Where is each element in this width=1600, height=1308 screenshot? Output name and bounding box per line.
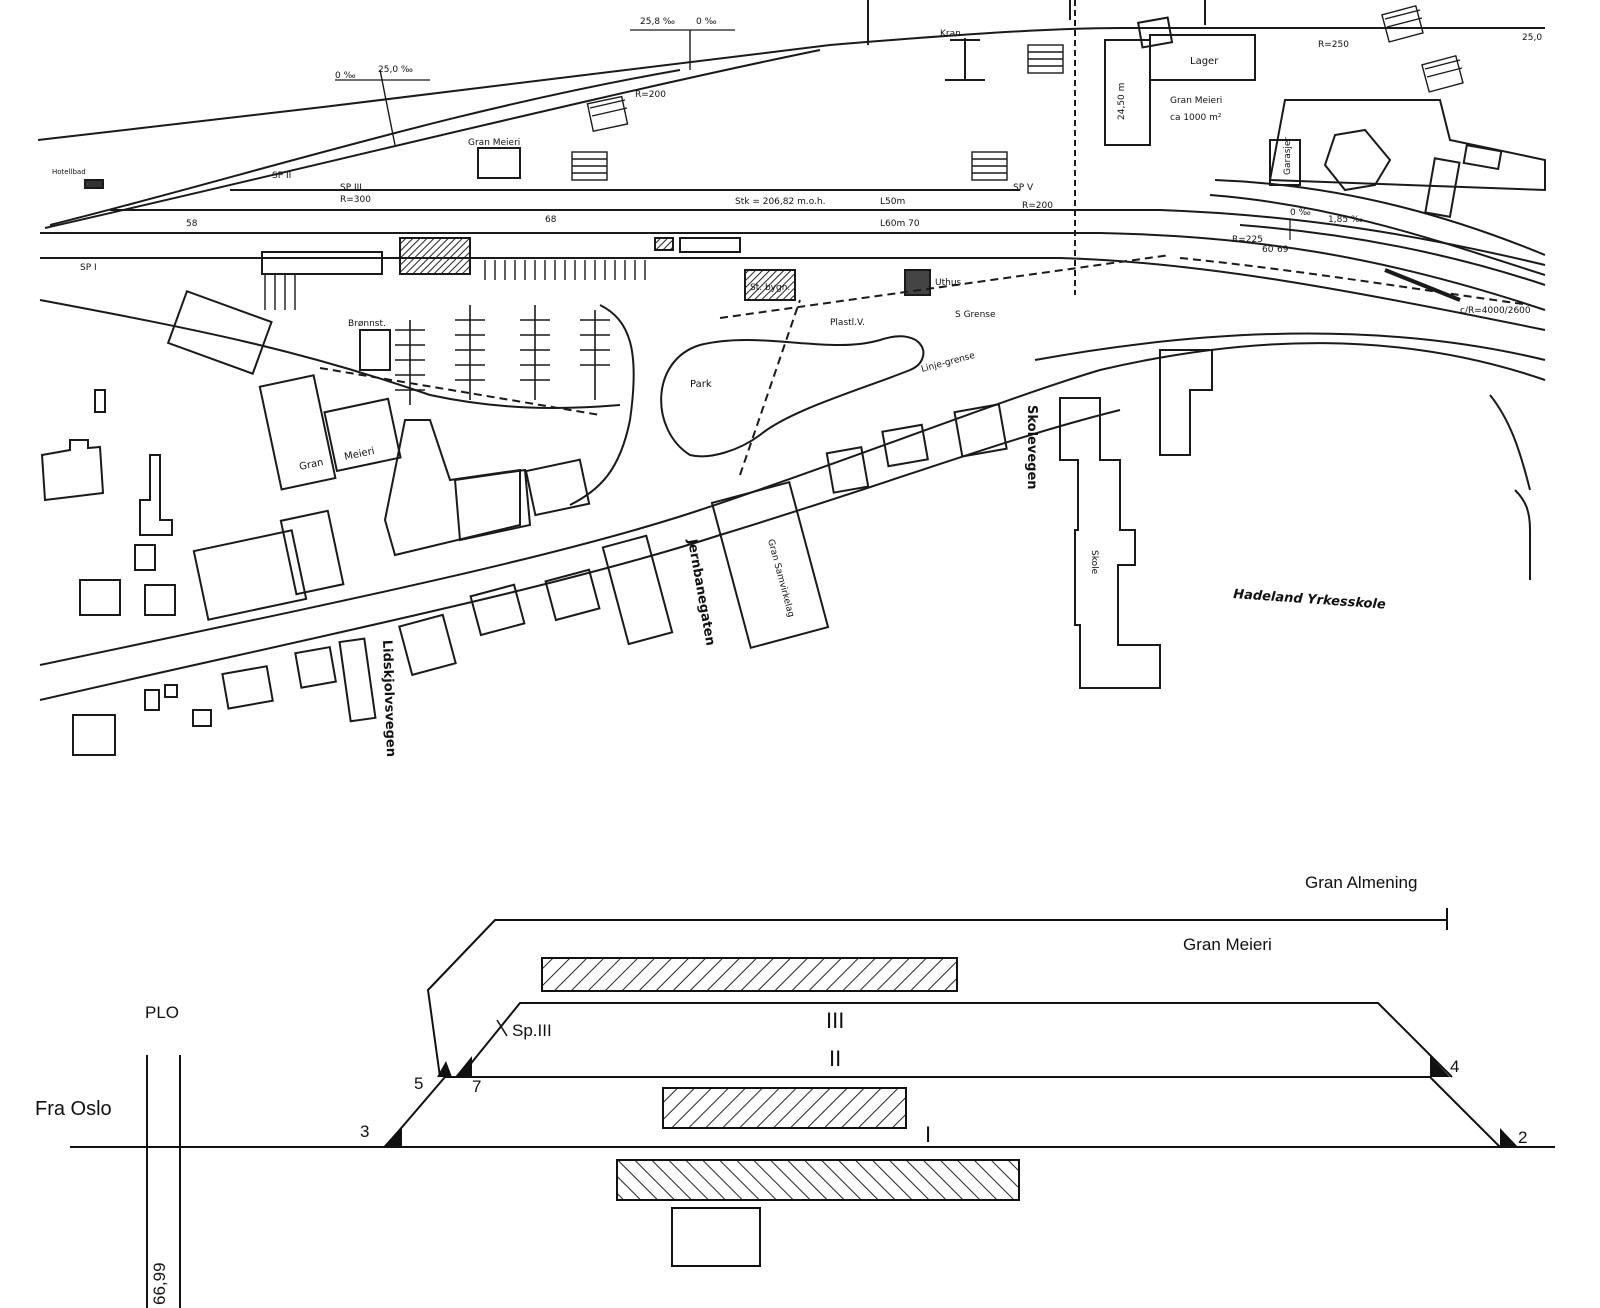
gradient-label-5: 0 ‰ <box>1290 208 1311 218</box>
road-3 <box>39 409 1121 701</box>
plan-label: Linje-grense <box>920 351 976 375</box>
track-number: 69 <box>1277 245 1289 255</box>
building-label: ca 1000 m² <box>1170 113 1222 123</box>
track-right-c <box>1239 224 1546 286</box>
switch-frogs <box>383 1056 1518 1147</box>
building-label: Gran Meieri <box>1170 96 1222 106</box>
length-label: L60m 70 <box>880 219 920 229</box>
track-schematic <box>70 908 1555 1308</box>
switch-number-7: 7 <box>472 1077 481 1096</box>
upper-line <box>37 27 1545 141</box>
track-number: 68 <box>545 215 557 225</box>
track-number-III: III <box>826 1008 844 1033</box>
plan-label: S Grense <box>955 310 996 320</box>
sp3-marker <box>496 1019 508 1037</box>
track-right-b <box>1209 194 1546 276</box>
label-fra-oslo: Fra Oslo <box>35 1098 112 1120</box>
site-plan <box>37 0 1546 756</box>
park-loop <box>660 335 925 458</box>
road-1 <box>39 299 621 409</box>
switch-number-4: 4 <box>1450 1057 1459 1076</box>
radius-label: R=200 <box>1022 201 1053 211</box>
station-height-label: Stk = 206,82 m.o.h. <box>735 197 825 207</box>
building-label: Skole <box>1089 550 1099 575</box>
street-labels: Skolevegen Jernbanegaten Lidskjolvsvegen… <box>379 405 1386 757</box>
track-II <box>384 1076 1501 1148</box>
track-3 <box>110 209 1546 266</box>
building-label: Garasjer <box>1283 137 1293 175</box>
track-1 <box>40 232 1546 311</box>
building-label: Brønnst. <box>348 319 386 329</box>
track-number: 58 <box>186 219 198 229</box>
station-building <box>671 1207 761 1267</box>
building-label: Lager <box>1190 56 1219 67</box>
radius-label: R=225 <box>1232 235 1263 245</box>
school-label: Hadeland Yrkesskole <box>1233 587 1387 613</box>
track-number: 60 <box>1262 245 1274 255</box>
radius-label: R=200 <box>635 90 666 100</box>
label-sp3: Sp.III <box>512 1021 552 1040</box>
radius-label: c/R=4000/2600 <box>1460 306 1531 316</box>
building-label: Meieri <box>343 446 375 463</box>
label-plo: PLO <box>145 1003 179 1022</box>
track-number-I: I <box>925 1122 931 1147</box>
switch-number-3: 3 <box>360 1122 369 1141</box>
gradient-label-6: 1,85 ‰ <box>1328 215 1363 225</box>
road-4 <box>1034 332 1546 361</box>
platform-upper <box>541 957 958 992</box>
gradient-label-3: 25,8 ‰ <box>640 17 675 27</box>
platform-lower <box>616 1159 1020 1201</box>
building-label: Park <box>690 379 712 390</box>
gradient-label-7: 25,0 <box>1522 33 1542 43</box>
radius-label: R=250 <box>1318 40 1349 50</box>
track-right-a <box>1214 179 1546 256</box>
track-number-II: II <box>829 1046 841 1071</box>
switch-label: SP II <box>272 171 291 181</box>
switch-label: SP V <box>1013 183 1034 193</box>
track-2 <box>40 257 1546 331</box>
building-label: Kran <box>940 29 961 39</box>
street-label-lidskjolvsvegen: Lidskjolvsvegen <box>379 640 398 758</box>
street-label-skolevegen: Skolevegen <box>1024 405 1039 490</box>
building-label: Gran Meieri <box>468 138 520 148</box>
road-2 <box>39 342 1546 666</box>
building-label: Gran Samvirkelag <box>765 538 795 618</box>
schematic-labels: Gran Almening Gran Meieri PLO Fra Oslo 6… <box>35 873 1527 1305</box>
siding-gran-almening <box>426 919 1447 1078</box>
dimension-label: 24,50 m <box>1117 83 1127 120</box>
upper-line-3 <box>49 69 681 226</box>
building-label: Gran <box>298 457 324 473</box>
radius-label: R=300 <box>340 195 371 205</box>
label-km: 66,99 <box>150 1262 169 1305</box>
track-III <box>459 1002 1453 1078</box>
gradient-label-1: 0 ‰ <box>335 71 356 81</box>
label-gran-meieri: Gran Meieri <box>1183 935 1272 954</box>
switch-label: SP I <box>80 263 97 273</box>
length-label: L50m <box>880 197 905 207</box>
upper-line-2 <box>44 49 821 229</box>
plan-label: Plastl.V. <box>830 318 865 328</box>
gradient-label-4: 0 ‰ <box>696 17 717 27</box>
building-label: St. bygn. <box>750 283 790 293</box>
platform-middle <box>662 1087 907 1129</box>
site-plan-labels: 0 ‰ 25,0 ‰ 25,8 ‰ 0 ‰ 0 ‰ 1,85 ‰ 25,0 R=… <box>52 17 1542 618</box>
parking-area <box>395 305 610 405</box>
building-label: Hotellbad <box>52 168 86 176</box>
switch-number-2: 2 <box>1518 1128 1527 1147</box>
gradient-label-2: 25,0 ‰ <box>378 65 413 75</box>
street-label-jernbanegaten: Jernbanegaten <box>684 537 718 647</box>
building-label: Uthus <box>935 278 962 288</box>
switch-label: SP III <box>340 183 362 193</box>
label-gran-almening: Gran Almening <box>1305 873 1417 892</box>
switch-number-5: 5 <box>414 1074 423 1093</box>
